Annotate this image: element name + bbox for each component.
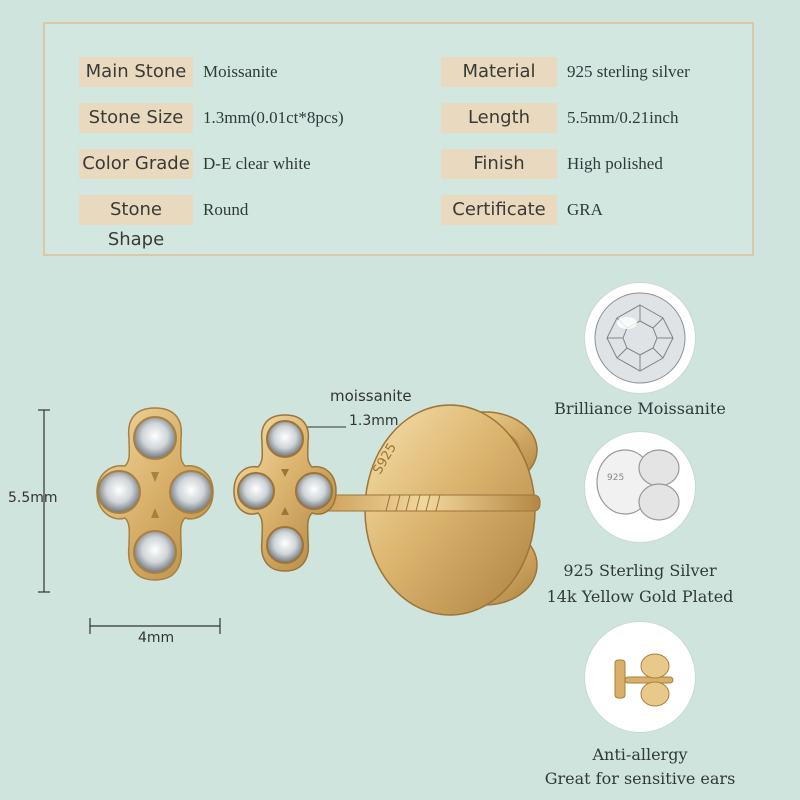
spec-value-material: 925 sterling silver: [567, 62, 690, 81]
feature-label-anti-allergy: Anti-allergy: [592, 745, 688, 764]
spec-value-color-grade: D-E clear white: [203, 154, 311, 173]
spec-label-material: Material: [441, 57, 557, 87]
width-dimension-label: 4mm: [138, 630, 175, 646]
feature-label-sensitive-ears: Great for sensitive ears: [544, 769, 736, 788]
spec-table: Main Stone Moissanite Stone Size 1.3mm(0…: [43, 22, 754, 256]
spec-value-certificate: GRA: [567, 200, 603, 219]
moissanite-stone-icon: [585, 283, 695, 393]
spec-value-length: 5.5mm/0.21inch: [567, 108, 679, 127]
svg-text:925: 925: [607, 473, 624, 483]
spec-label-finish: Finish: [441, 149, 557, 179]
spec-label-main-stone: Main Stone: [79, 57, 193, 87]
earring-back-icon: 925: [585, 432, 695, 542]
callout-stone-name: moissanite: [330, 387, 412, 405]
spec-label-color-grade: Color Grade: [79, 149, 193, 179]
spec-label-stone-shape: Stone Shape: [79, 195, 193, 250]
spec-value-stone-shape: Round: [203, 200, 249, 219]
height-dimension-label: 5.5mm: [8, 490, 58, 506]
spec-value-finish: High polished: [567, 154, 663, 173]
callout-stone-size: 1.3mm: [349, 413, 399, 429]
spec-label-length: Length: [441, 103, 557, 133]
spec-label-certificate: Certificate: [441, 195, 557, 225]
post-and-back-icon: [585, 622, 695, 732]
spec-value-stone-size: 1.3mm(0.01ct*8pcs): [203, 108, 344, 127]
feature-label-moissanite: Brilliance Moissanite: [554, 399, 726, 418]
feature-label-gold-plated: 14k Yellow Gold Plated: [546, 587, 734, 606]
earring-front-view: [96, 407, 214, 581]
spec-value-main-stone: Moissanite: [203, 62, 278, 81]
earring-side-view: S925: [233, 404, 541, 616]
spec-label-stone-size: Stone Size: [79, 103, 193, 133]
feature-label-silver: 925 Sterling Silver: [563, 561, 717, 580]
